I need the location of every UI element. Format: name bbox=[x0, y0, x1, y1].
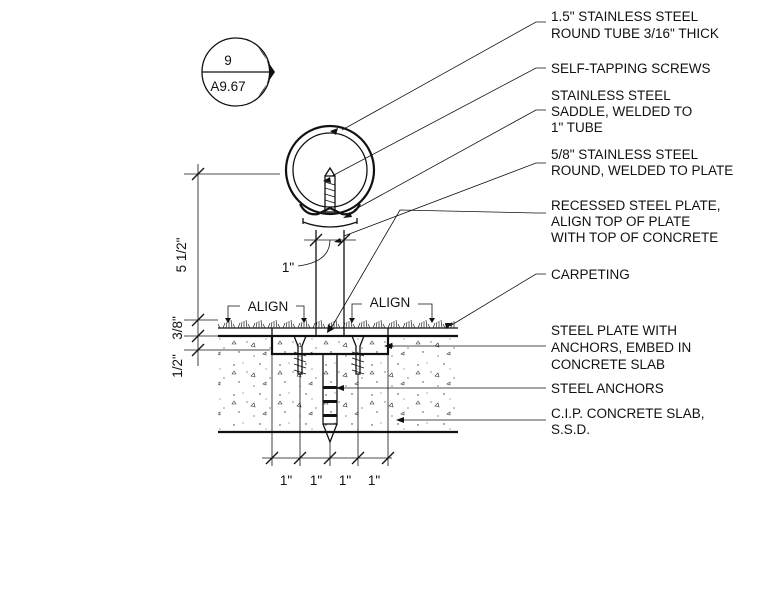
post-dim-leader bbox=[297, 239, 331, 267]
dim-plate: 1/2" bbox=[170, 354, 185, 378]
callout-plate-line3: CONCRETE SLAB bbox=[551, 357, 665, 372]
screw-band-2 bbox=[323, 400, 337, 403]
align-marker-left: ALIGN bbox=[225, 297, 307, 323]
callout-recessed-line3: WITH TOP OF CONCRETE bbox=[551, 230, 718, 245]
vertical-dimensions: 5 1/2" 3/8" 1/2" bbox=[170, 164, 280, 378]
align-label-left: ALIGN bbox=[248, 299, 289, 314]
callout-carpeting: CARPETING bbox=[551, 267, 630, 282]
tick-top bbox=[191, 167, 205, 181]
tick-plate bbox=[191, 343, 205, 357]
callout-plate-line2: ANCHORS, EMBED IN bbox=[551, 340, 691, 355]
carpeting bbox=[217, 319, 458, 329]
screw-band-1 bbox=[323, 386, 337, 389]
arrow-slab-icon bbox=[396, 417, 404, 423]
callout-saddle-line1: STAINLESS STEEL bbox=[551, 88, 671, 103]
arrow-screws-icon bbox=[323, 177, 331, 183]
saddle-weld bbox=[299, 203, 361, 216]
arrow-round-icon bbox=[334, 238, 342, 243]
dim-post: 1" bbox=[282, 260, 295, 275]
btick-4 bbox=[351, 451, 365, 465]
tube-screw-thread bbox=[324, 181, 336, 204]
leader-round bbox=[343, 162, 546, 237]
section-sheet: A9.67 bbox=[210, 79, 245, 94]
dim-bottom-2: 1" bbox=[310, 473, 323, 488]
dim-carpet: 3/8" bbox=[170, 316, 185, 340]
anchor-left-thread bbox=[293, 351, 307, 375]
callout-slab-line1: C.I.P. CONCRETE SLAB, bbox=[551, 406, 705, 421]
saddle-curve bbox=[302, 221, 358, 228]
carpet-tufts bbox=[217, 319, 455, 329]
callout-recessed-line2: ALIGN TOP OF PLATE bbox=[551, 214, 690, 229]
callout-anchors: STEEL ANCHORS bbox=[551, 381, 664, 396]
section-number: 9 bbox=[224, 53, 232, 68]
post bbox=[302, 218, 358, 336]
callout-recessed-line1: RECESSED STEEL PLATE, bbox=[551, 198, 721, 213]
post-tick-right bbox=[337, 233, 351, 247]
post-tick-left bbox=[309, 233, 323, 247]
anchor-left bbox=[293, 335, 307, 375]
btick-3 bbox=[323, 451, 337, 465]
bottom-dimensions: 1" 1" 1" 1" bbox=[262, 354, 395, 488]
section-arrow-icon bbox=[258, 47, 275, 97]
leader-carpet bbox=[449, 273, 546, 327]
post-dimension: 1" bbox=[282, 233, 356, 275]
align-left-label-bg bbox=[240, 297, 296, 315]
align-left-arrow2-icon bbox=[301, 318, 307, 323]
leader-lines bbox=[323, 21, 546, 423]
callout-round-line2: ROUND, WELDED TO PLATE bbox=[551, 163, 733, 178]
callout-saddle-line3: 1" TUBE bbox=[551, 120, 603, 135]
callout-slab-line2: S.S.D. bbox=[551, 422, 590, 437]
btick-2 bbox=[293, 451, 307, 465]
callout-round-line1: 5/8" STAINLESS STEEL bbox=[551, 147, 699, 162]
align-right-label-bg bbox=[362, 294, 418, 312]
callout-saddle-line2: SADDLE, WELDED TO bbox=[551, 104, 692, 119]
callout-tube-line2: ROUND TUBE 3/16" THICK bbox=[551, 26, 719, 41]
callout-screws: SELF-TAPPING SCREWS bbox=[551, 61, 711, 76]
align-right-arrow2-icon bbox=[429, 318, 435, 323]
tube-outer bbox=[284, 124, 376, 216]
callout-plate-line1: STEEL PLATE WITH bbox=[551, 323, 677, 338]
anchor-right-thread bbox=[351, 351, 365, 375]
screw-band-3 bbox=[323, 414, 337, 417]
round-tube bbox=[284, 124, 376, 216]
arrow-anchors-icon bbox=[336, 385, 344, 391]
align-left-arrow-icon bbox=[225, 318, 231, 323]
arrow-saddle-icon bbox=[343, 212, 352, 218]
tube-screw-tip bbox=[324, 166, 336, 177]
arrow-tube-icon bbox=[330, 128, 338, 135]
concrete-slab bbox=[218, 334, 458, 434]
arrow-plate-icon bbox=[384, 343, 392, 349]
callout-tube-line1: 1.5" STAINLESS STEEL bbox=[551, 9, 699, 24]
anchor-right-body bbox=[351, 335, 365, 375]
tick-carpet bbox=[191, 313, 205, 327]
arrow-recessed-icon bbox=[327, 324, 334, 333]
concrete-fill bbox=[218, 336, 458, 432]
btick-5 bbox=[381, 451, 395, 465]
btick-1 bbox=[265, 451, 279, 465]
section-marker: 9 A9.67 bbox=[201, 37, 275, 107]
dim-bottom-1: 1" bbox=[280, 473, 293, 488]
align-right-arrow-icon bbox=[349, 318, 355, 323]
carpet-tuft-strokes bbox=[217, 319, 455, 329]
leader-recessed bbox=[329, 209, 546, 331]
leader-tube bbox=[341, 21, 546, 131]
arrow-carpet-icon bbox=[445, 323, 453, 329]
align-label-right: ALIGN bbox=[370, 295, 411, 310]
tick-slab bbox=[191, 329, 205, 343]
callout-labels: 1.5" STAINLESS STEEL ROUND TUBE 3/16" TH… bbox=[551, 9, 733, 437]
anchor-left-body bbox=[293, 335, 307, 375]
dim-height: 5 1/2" bbox=[174, 237, 189, 272]
dim-bottom-3: 1" bbox=[339, 473, 352, 488]
dim-bottom-4: 1" bbox=[368, 473, 381, 488]
anchor-right bbox=[351, 335, 365, 375]
align-marker-right: ALIGN bbox=[349, 294, 435, 323]
leader-saddle bbox=[353, 109, 546, 211]
leader-screws bbox=[331, 67, 546, 177]
saddle-ends bbox=[302, 218, 358, 224]
